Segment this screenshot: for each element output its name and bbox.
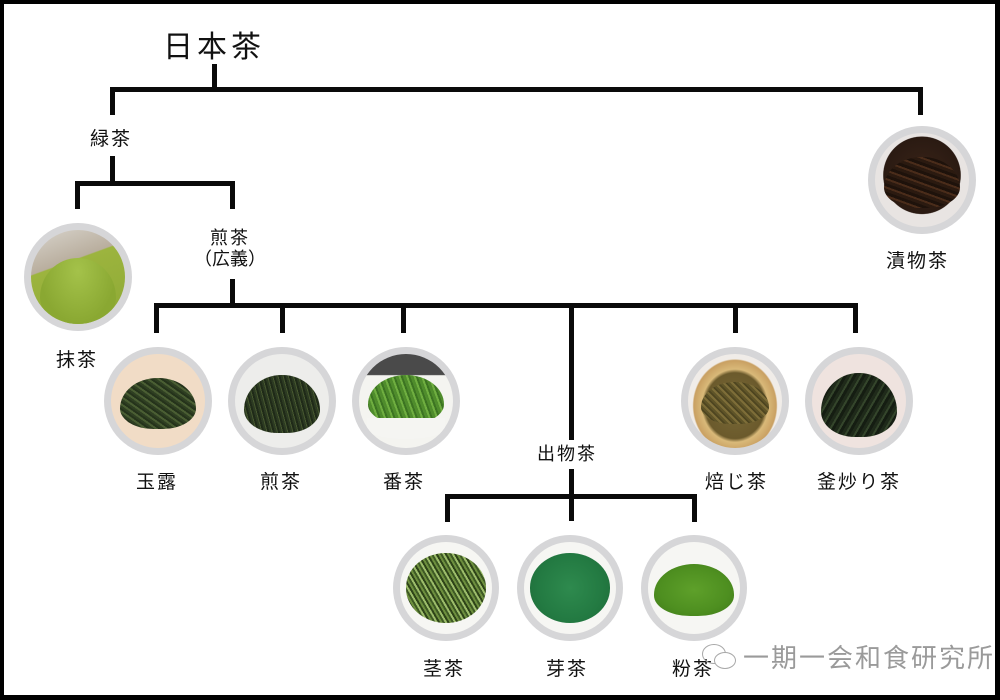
fermented-tea-image [868,126,976,234]
connector [154,303,858,308]
matcha-label: 抹茶 [56,349,99,371]
hojicha-label: 焙じ茶 [705,471,769,493]
connector [401,303,406,333]
root-label: 日本茶 [163,30,265,65]
connector [692,494,697,522]
kukicha-image [393,535,499,641]
connector [918,87,923,115]
connector [445,494,697,499]
connector [569,303,574,440]
connector [75,181,235,186]
connector [110,87,115,115]
mecha-image [517,535,623,641]
sencha-image [228,347,336,455]
kukicha-label: 茎茶 [423,658,466,680]
sencha-broad-label: 煎茶 [210,228,250,249]
connector [853,303,858,333]
kamairicha-image [805,347,913,455]
mecha-label: 芽茶 [546,658,589,680]
connector [75,181,80,209]
demonocha-label: 出物茶 [537,444,597,465]
sencha-label: 煎茶 [260,471,303,493]
bancha-label: 番茶 [383,471,426,493]
connector [212,64,217,90]
konacha-image [641,535,747,641]
connector [230,181,235,209]
connector [280,303,285,333]
konacha-label: 粉茶 [672,658,715,680]
green-tea-label: 緑茶 [90,128,133,150]
connector [445,494,450,522]
wechat-icon [702,644,736,670]
bancha-image [352,347,460,455]
connector [110,87,923,92]
hojicha-image [681,347,789,455]
matcha-image [24,223,132,331]
connector [110,156,115,184]
sencha-broad-sublabel: （広義） [194,249,266,270]
watermark-text: 一期一会和食研究所 [743,644,996,674]
connector [733,303,738,333]
connector [230,279,235,307]
fermented-tea-label: 漬物茶 [886,250,950,272]
gyokuro-label: 玉露 [136,471,179,493]
gyokuro-image [104,347,212,455]
connector [154,303,159,333]
kamairicha-label: 釜炒り茶 [817,471,902,493]
